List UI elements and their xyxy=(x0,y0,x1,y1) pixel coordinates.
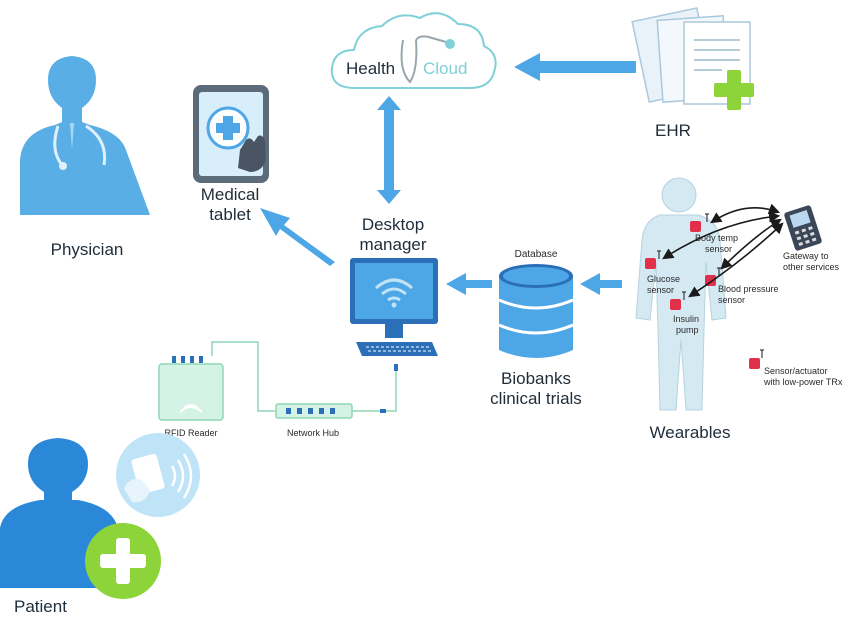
arrow-database-to-desktop xyxy=(446,273,492,295)
blood-pressure-label-2: sensor xyxy=(718,295,745,305)
ehr-label: EHR xyxy=(655,121,691,140)
cloud-icon xyxy=(330,12,497,89)
blood-pressure-label-1: Blood pressure xyxy=(718,284,779,294)
health-label: Health xyxy=(346,59,395,78)
network-hub-label: Network Hub xyxy=(287,428,339,438)
database-icon xyxy=(498,264,574,358)
body-temp-sensor xyxy=(690,221,701,232)
tablet-icon xyxy=(193,85,269,183)
biobanks-label-2: clinical trials xyxy=(490,389,582,408)
rfid-card-icon xyxy=(116,433,200,517)
sensor-actuator-label-1: Sensor/actuator xyxy=(764,366,828,376)
body-temp-label-2: sensor xyxy=(705,244,732,254)
wireless-links xyxy=(662,203,784,298)
physician-label: Physician xyxy=(51,240,124,259)
plus-badge-icon xyxy=(85,523,161,599)
phone-gateway-icon xyxy=(784,205,822,251)
glucose-label-1: Glucose xyxy=(647,274,680,284)
physician-icon xyxy=(20,56,150,215)
desktop-icon xyxy=(350,258,438,356)
medical-tablet-label-2: tablet xyxy=(209,205,251,224)
legend-sensor-square xyxy=(749,358,760,369)
rfid-reader-icon xyxy=(158,356,224,421)
gateway-label-2: other services xyxy=(783,262,840,272)
biobanks-label-1: Biobanks xyxy=(501,369,571,388)
network-hub-icon xyxy=(275,403,353,419)
rfid-reader-label: RFID Reader xyxy=(164,428,217,438)
insulin-label-1: Insulin xyxy=(673,314,699,324)
arrow-wearables-to-database xyxy=(580,273,622,295)
arrow-desktop-to-tablet xyxy=(260,208,335,266)
desktop-manager-label-2: manager xyxy=(359,235,426,254)
arrow-ehr-to-cloud xyxy=(514,53,636,81)
arrow-cloud-desktop xyxy=(377,96,401,204)
network-cables xyxy=(211,341,397,412)
cable-connectors xyxy=(380,364,398,413)
medical-tablet-label-1: Medical xyxy=(201,185,260,204)
insulin-pump-sensor xyxy=(670,299,681,310)
desktop-manager-label-1: Desktop xyxy=(362,215,424,234)
database-label: Database xyxy=(515,249,558,260)
glucose-sensor xyxy=(645,258,656,269)
sensor-actuator-label-2: with low-power TRx xyxy=(763,377,843,387)
gateway-label-1: Gateway to xyxy=(783,251,829,261)
ehr-documents-icon xyxy=(631,7,754,110)
wearables-label: Wearables xyxy=(650,423,731,442)
glucose-label-2: sensor xyxy=(647,285,674,295)
cloud-label: Cloud xyxy=(423,59,467,78)
legend-antenna xyxy=(760,349,764,358)
insulin-label-2: pump xyxy=(676,325,699,335)
patient-label: Patient xyxy=(14,597,67,616)
